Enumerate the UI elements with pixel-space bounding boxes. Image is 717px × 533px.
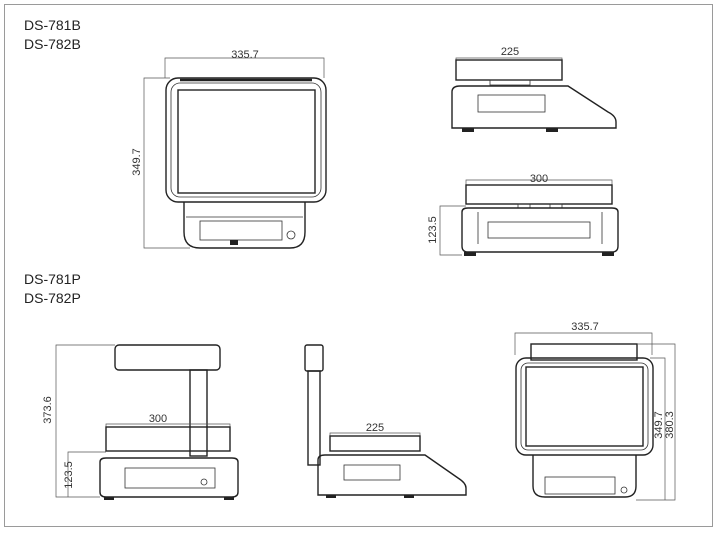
dim-b-front-width: 335.7 — [231, 49, 259, 61]
model-label-p: DS-781P DS-782P — [24, 270, 81, 308]
drawing-frame — [4, 4, 713, 527]
dim-b-rear-height: 123.5 — [427, 216, 439, 244]
dim-p-rear-height-1: 349.7 — [653, 411, 665, 439]
model-ds-782p: DS-782P — [24, 290, 81, 306]
p-front-view: 373.6 123.5 300 — [42, 344, 239, 500]
dim-p-side-platter: 225 — [366, 422, 384, 434]
dim-p-rear-width: 335.7 — [571, 321, 599, 333]
model-ds-781b: DS-781B — [24, 17, 81, 33]
dim-b-side-platter: 225 — [501, 46, 519, 58]
dim-p-front-platter: 300 — [149, 413, 167, 425]
dim-p-front-base-height: 123.5 — [63, 461, 75, 489]
model-label-b: DS-781B DS-782B — [24, 16, 81, 54]
dim-p-rear-height-2: 380.3 — [664, 411, 676, 439]
dim-b-rear-platter: 300 — [530, 173, 548, 185]
b-side-view: 225 — [451, 46, 617, 132]
model-ds-782b: DS-782B — [24, 36, 81, 52]
model-ds-781p: DS-781P — [24, 271, 81, 287]
p-rear-view: 335.7 349.7 380.3 — [514, 321, 676, 501]
dim-b-front-height: 349.7 — [131, 148, 143, 176]
dim-p-front-total-height: 373.6 — [42, 396, 54, 424]
b-rear-view: 300 123.5 — [427, 173, 619, 256]
b-front-view: 335.7 349.7 — [131, 49, 327, 249]
p-side-view: 225 — [304, 344, 467, 498]
